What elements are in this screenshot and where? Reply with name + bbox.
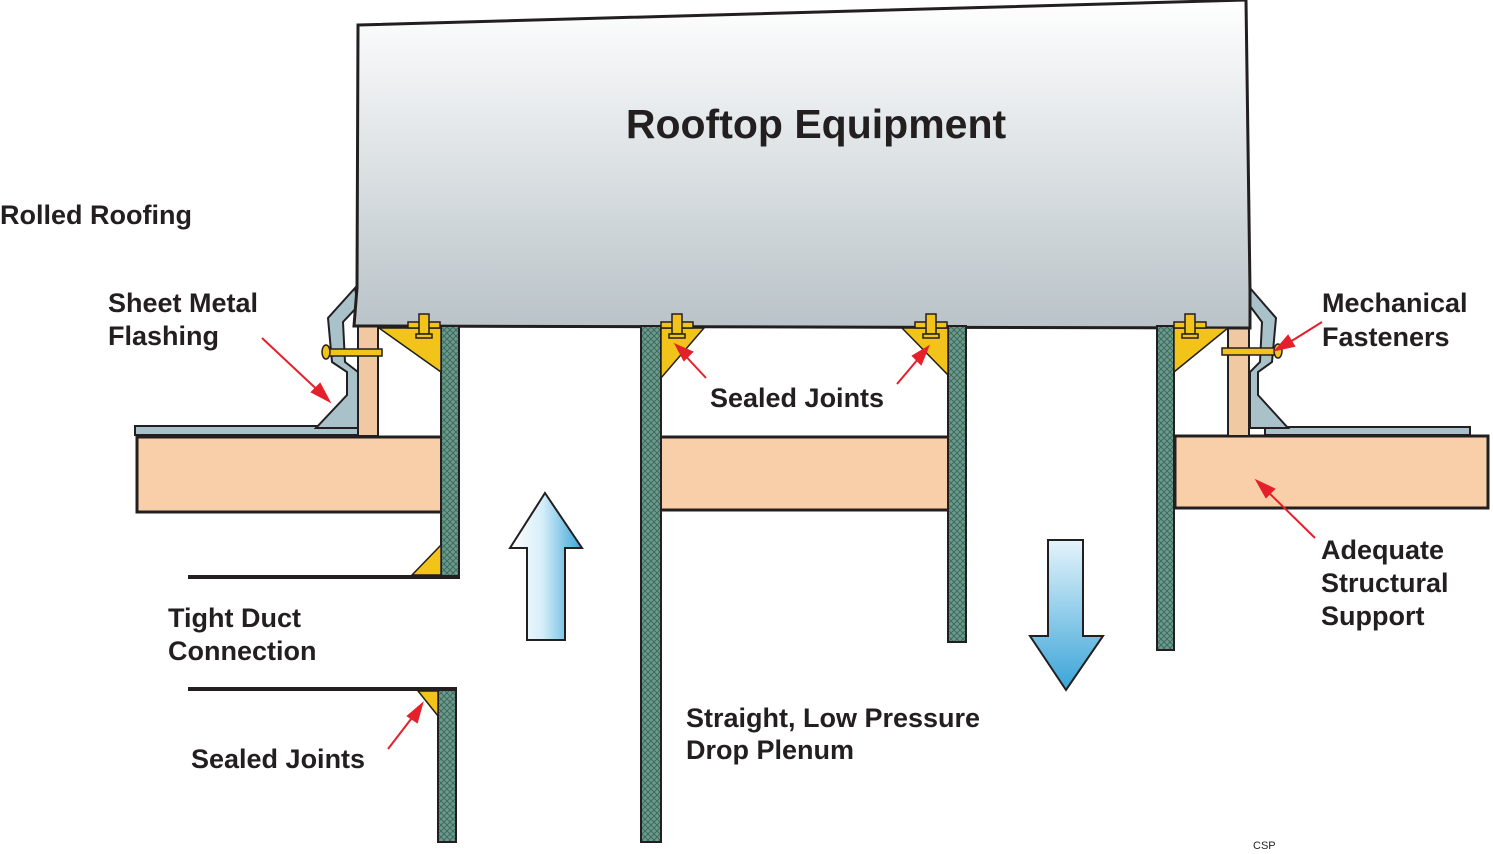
curbs xyxy=(357,325,1250,437)
airflow-arrows xyxy=(508,491,1105,692)
roof-deck-center xyxy=(658,435,952,512)
label-tight-duct-connection: Tight Duct Connection xyxy=(168,603,317,666)
duct-wall-lower-left xyxy=(437,687,457,843)
rolled-roofing-right xyxy=(1264,426,1471,436)
roof-deck-left xyxy=(135,435,445,514)
label-mechanical-fasteners: Mechanical Fasteners xyxy=(1322,288,1475,352)
bolt-center-right-top xyxy=(914,313,948,339)
label-plenum: Straight, Low Pressure Drop Plenum xyxy=(686,703,988,765)
curb-left xyxy=(357,325,379,437)
curb-right xyxy=(1227,325,1250,437)
bolt-right-top xyxy=(1173,313,1207,339)
airflow-down-arrow xyxy=(1028,539,1105,692)
roof-deck-right xyxy=(1173,434,1490,510)
label-sealed-joints-bottom: Sealed Joints xyxy=(191,744,365,774)
duct-wall-right xyxy=(1156,325,1175,651)
duct-walls xyxy=(437,325,1175,843)
arrow-structural xyxy=(1261,485,1316,539)
duct-wall-left xyxy=(440,325,460,579)
label-adequate-structural-support: Adequate Structural Support xyxy=(1321,535,1456,631)
duct-wall-center-left xyxy=(640,325,662,843)
label-sealed-joints-top: Sealed Joints xyxy=(710,383,884,413)
bolt-left-top xyxy=(407,313,441,339)
rooftop-equipment-box xyxy=(352,0,1252,330)
label-rolled-roofing: Rolled Roofing xyxy=(0,200,192,230)
callout-arrows xyxy=(261,321,1323,750)
flashing-left xyxy=(313,285,360,429)
fasteners xyxy=(321,313,1283,360)
airflow-up-arrow xyxy=(508,491,584,641)
roof-deck xyxy=(134,425,1490,514)
sealant-duct-lower xyxy=(416,690,439,719)
flashing-right xyxy=(1249,285,1291,429)
screw-left xyxy=(321,344,383,360)
credit-label: CSP xyxy=(1253,840,1276,852)
bolt-center-left-top xyxy=(660,313,694,339)
duct-wall-center-right xyxy=(947,325,967,643)
title-rooftop-equipment: Rooftop Equipment xyxy=(626,101,1007,147)
supply-duct xyxy=(188,575,459,691)
sealant-duct-upper xyxy=(410,543,442,576)
label-sheet-metal-flashing: Sheet Metal Flashing xyxy=(108,288,266,351)
